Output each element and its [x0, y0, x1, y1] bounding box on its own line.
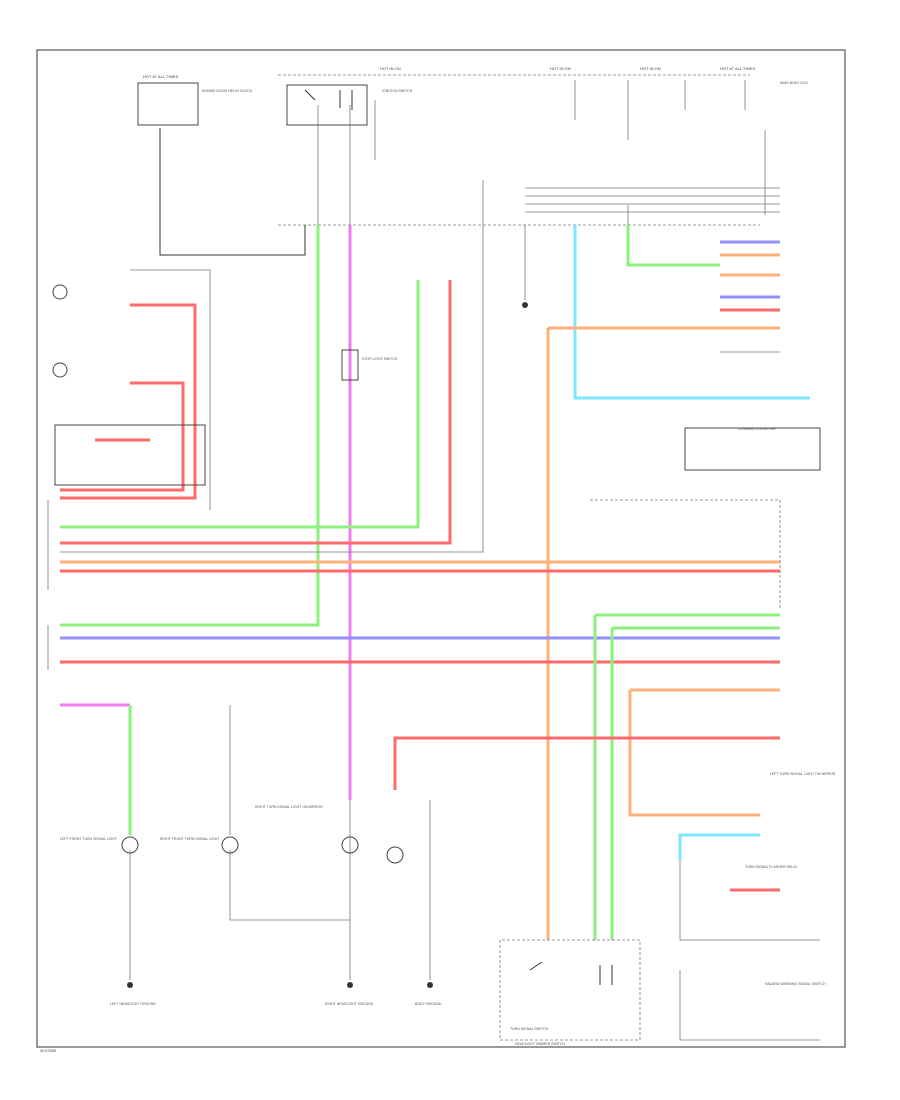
lh-front-turn-bulb — [121, 836, 139, 854]
hazard-sw-box — [679, 970, 820, 1041]
green-wire-2 — [60, 280, 420, 529]
label-lh-front: LEFT FRONT TURN SIGNAL LIGHT — [60, 837, 118, 841]
green-wire-1 — [60, 225, 320, 627]
ground-body — [427, 982, 433, 988]
label-flasher: TURN SIGNAL FLASHER RELAY — [745, 865, 798, 869]
cyan-wire-1 — [573, 225, 810, 400]
orange-wire-right — [628, 688, 780, 817]
label-ground-rh: RIGHT HEADLIGHT GROUND — [325, 1002, 374, 1006]
diagram-frame — [36, 49, 846, 1048]
right-connector-stubs — [720, 240, 780, 353]
fuse-drops — [574, 80, 746, 140]
fuse-box-left — [137, 82, 199, 126]
footer-code: W:07085 — [40, 1048, 57, 1053]
cyan-wire-2 — [678, 833, 760, 860]
bus-drops — [482, 180, 629, 225]
label-ground-lh: LEFT HEADLIGHT GROUND — [110, 1002, 156, 1006]
lower-left-wires — [129, 705, 431, 980]
label-multiplex-ecu: MAIN BODY ECU — [780, 81, 808, 85]
top-components: HOT AT ALL TIMES HOT IN ON HOT IN ON HOT… — [137, 66, 808, 140]
label-comb-meter: COMBINATION METER — [738, 427, 776, 431]
left-light-2 — [52, 362, 68, 378]
grey-wire-1 — [60, 225, 484, 553]
label-hazard-sw: HAZARD WARNING SIGNAL SWITCH — [765, 982, 826, 986]
green-wire-3 — [626, 225, 720, 267]
turn-headlight-switch-box — [499, 939, 641, 1041]
grey-wire-left — [130, 269, 211, 510]
stop-light-switch — [341, 349, 359, 381]
label-ignition: IGNITION SWITCH — [382, 89, 413, 93]
black-wire-left — [159, 128, 306, 256]
red-wire-right-lower — [393, 736, 780, 790]
relay-contacts — [304, 89, 353, 110]
label-stop-sw: STOP LIGHT SWITCH — [362, 357, 398, 361]
red-wire-left-2 — [60, 381, 185, 492]
ground-symbol-1 — [522, 302, 528, 308]
relay-box — [286, 84, 368, 126]
label-turn-sw: TURN SIGNAL SWITCH — [510, 1027, 549, 1031]
ecu-bus-lines — [525, 187, 780, 213]
left-light-1 — [52, 284, 68, 300]
red-wire-left-1 — [60, 303, 197, 500]
ground-rh — [347, 982, 353, 988]
label-ground-body: BODY GROUND — [415, 1002, 442, 1006]
orange-wire-vertical — [546, 326, 760, 940]
green-wire-right-1 — [593, 613, 780, 940]
label-rh-front: RIGHT FRONT TURN SIGNAL LIGHT — [160, 837, 220, 841]
side-marker-bulb — [386, 846, 404, 864]
rh-front-turn-bulb — [221, 836, 239, 854]
ground-lh — [127, 982, 133, 988]
combination-meter-box — [684, 427, 821, 471]
relay-drops — [317, 100, 376, 225]
label-hot-3: HOT IN ON — [550, 66, 571, 71]
right-lower-box — [679, 860, 820, 941]
right-dashed-group — [590, 499, 781, 610]
green-wire-right-2 — [610, 626, 780, 940]
label-headlight-sw: HEADLIGHT DIMMER SWITCH — [515, 1042, 565, 1046]
label-relay-note: ENGINE ROOM RELAY BLOCK — [202, 89, 253, 93]
switch-contacts — [529, 961, 613, 985]
red-wire-2 — [60, 280, 452, 545]
label-hot-1: HOT AT ALL TIMES — [143, 74, 178, 79]
rh-side-turn-bulb — [341, 836, 359, 854]
label-hot-4: HOT IN ON — [640, 66, 661, 71]
label-hot-5: HOT AT ALL TIMES — [720, 66, 755, 71]
label-hot-2: HOT IN ON — [380, 66, 401, 71]
label-rh-side: RIGHT TURN SIGNAL LIGHT ON MIRROR — [255, 805, 323, 809]
left-headlight-box — [54, 424, 206, 486]
label-lh-side-turn: LEFT TURN SIGNAL LIGHT ON MIRROR — [770, 772, 836, 776]
